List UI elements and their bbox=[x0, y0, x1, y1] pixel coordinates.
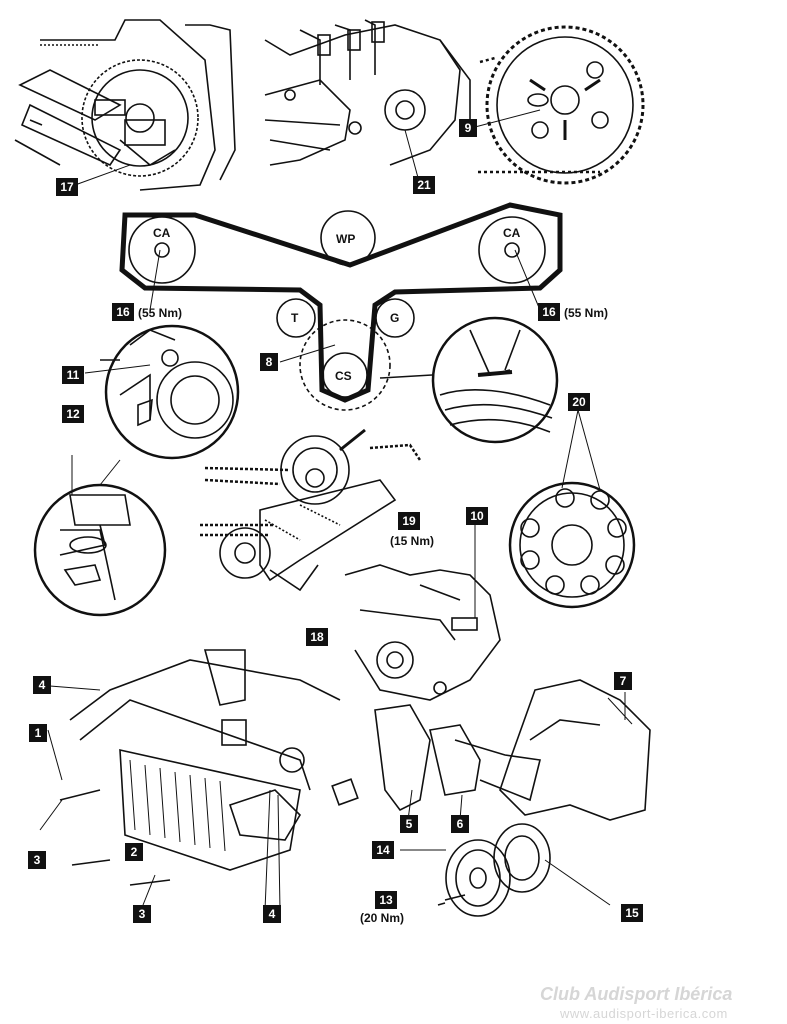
callout-4-top: 4 bbox=[33, 676, 51, 694]
callout-13: 13 bbox=[375, 891, 397, 909]
crank-pulleys-view bbox=[400, 823, 611, 917]
callout-16-left: 16 bbox=[112, 303, 134, 321]
tensioner-view bbox=[264, 19, 471, 166]
callout-4-bottom: 4 bbox=[263, 905, 281, 923]
crankshaft-pulley bbox=[322, 352, 368, 398]
callout-18: 18 bbox=[306, 628, 328, 646]
camshaft-lock-view bbox=[14, 19, 236, 191]
callout-20: 20 bbox=[568, 393, 590, 411]
idler-pulley bbox=[375, 298, 415, 338]
callout-21: 21 bbox=[413, 176, 435, 194]
callout-6: 6 bbox=[451, 815, 469, 833]
callout-2: 2 bbox=[125, 843, 143, 861]
tensioner-pulley bbox=[276, 298, 316, 338]
watermark-brand: Club Audisport Ibérica bbox=[540, 984, 733, 1004]
callout-8: 8 bbox=[260, 353, 278, 371]
callout-1: 1 bbox=[29, 724, 47, 742]
callout-5: 5 bbox=[400, 815, 418, 833]
pulley-label-wp: WP bbox=[336, 232, 356, 246]
pulley-label-cs: CS bbox=[335, 369, 352, 383]
callout-12: 12 bbox=[62, 405, 84, 423]
callout-3-bottom: 3 bbox=[133, 905, 151, 923]
callout-11: 11 bbox=[62, 366, 84, 384]
detail-circle-11 bbox=[100, 324, 240, 460]
callout-10: 10 bbox=[466, 507, 488, 525]
tensioner-rack-view bbox=[200, 428, 422, 592]
callout-14: 14 bbox=[372, 841, 394, 859]
pulley-label-ca-left: CA bbox=[153, 226, 171, 240]
callout-15: 15 bbox=[621, 904, 643, 922]
callout-16-right: 16 bbox=[538, 303, 560, 321]
belt-routing bbox=[119, 202, 563, 411]
torque-16-right: (55 Nm) bbox=[564, 306, 609, 320]
timing-covers-view bbox=[374, 679, 651, 821]
callout-19: 19 bbox=[398, 512, 420, 530]
sprocket-view bbox=[478, 25, 645, 185]
callout-9: 9 bbox=[459, 119, 477, 137]
torque-19: (15 Nm) bbox=[390, 534, 435, 548]
callout-7: 7 bbox=[614, 672, 632, 690]
pulley-label-g: G bbox=[390, 311, 400, 325]
callout-17: 17 bbox=[56, 178, 78, 196]
engine-block-view bbox=[344, 525, 501, 701]
pulley-label-ca-right: CA bbox=[503, 226, 521, 240]
bolt-pattern-view bbox=[508, 409, 636, 609]
torque-16-left: (55 Nm) bbox=[138, 306, 183, 320]
callout-3-left: 3 bbox=[28, 851, 46, 869]
camshaft-pulley-right bbox=[478, 216, 546, 284]
torque-13: (20 Nm) bbox=[360, 911, 405, 925]
detail-circle-12 bbox=[33, 455, 167, 617]
watermark-url: www.audisport-iberica.com bbox=[560, 1006, 728, 1021]
camshaft-pulley-left bbox=[128, 216, 196, 284]
pulley-label-t: T bbox=[291, 311, 299, 325]
water-pump-pulley bbox=[320, 210, 376, 266]
radiator-assembly-view bbox=[47, 649, 359, 911]
detail-circle-belt bbox=[379, 316, 559, 444]
